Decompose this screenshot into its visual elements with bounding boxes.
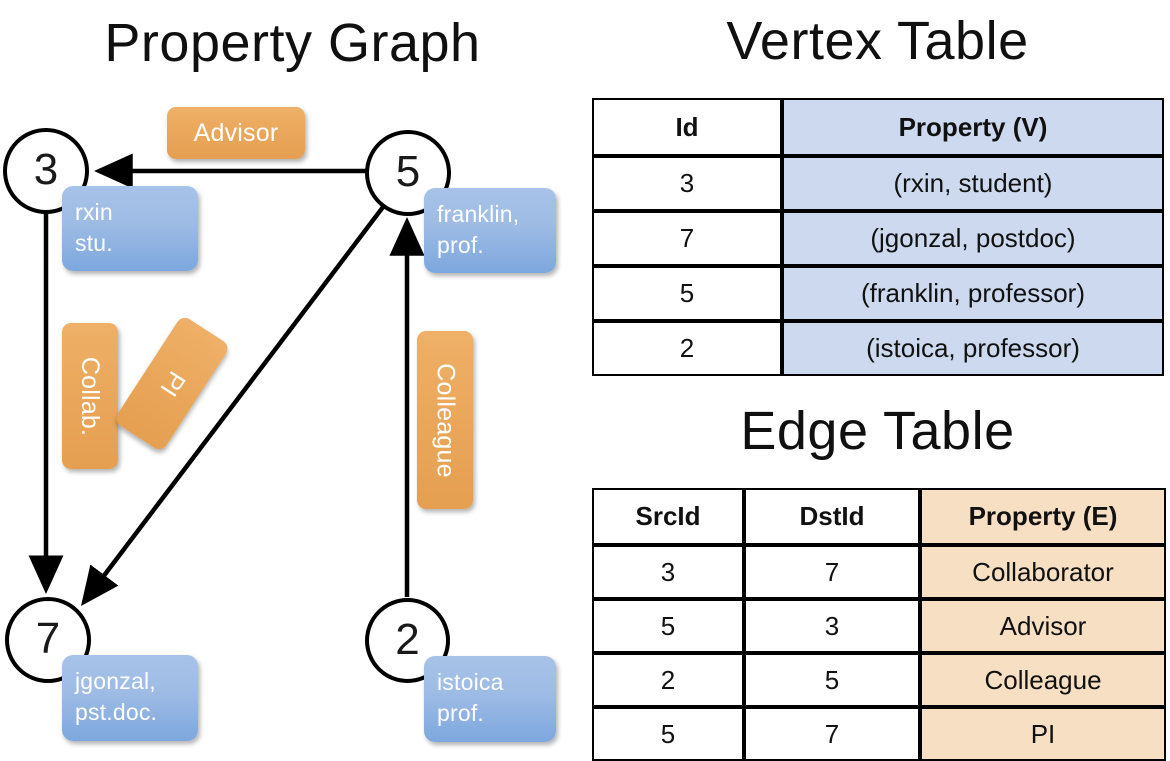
edge-row-1-src: 5: [592, 599, 744, 653]
edge-label-colleague-text: Colleague: [431, 362, 460, 478]
edge-label-advisor-text: Advisor: [193, 118, 279, 147]
edge-table: SrcId DstId Property (E) 3 7 Collaborato…: [592, 488, 1166, 761]
graph-node-7-label: 7: [35, 614, 61, 663]
edge-row-2-property: Colleague: [920, 653, 1166, 707]
edge-label-collab: Collab.: [62, 323, 118, 469]
graph-node-3-label: 3: [33, 145, 59, 194]
node-property-2-line1: istoica: [437, 669, 504, 695]
graph-node-2[interactable]: 2: [365, 598, 450, 683]
node-property-box-7: jgonzal, pst.doc.: [62, 655, 198, 741]
vertex-row-1-property: (jgonzal, postdoc): [782, 211, 1164, 266]
table-row: 5 7 PI: [592, 707, 1166, 761]
edge-label-colleague: Colleague: [417, 331, 473, 509]
vertex-row-0-id: 3: [592, 156, 782, 211]
edge-row-2-src: 2: [592, 653, 744, 707]
node-property-3-line2: stu.: [75, 230, 113, 257]
graph-node-2-label: 2: [395, 614, 420, 664]
edge-row-1-property: Advisor: [920, 599, 1166, 653]
vertex-row-2-id: 5: [592, 266, 782, 321]
edge-row-0-property: Collaborator: [920, 545, 1166, 599]
page-title-edge-table: Edge Table: [740, 401, 1015, 461]
table-row: 2 (istoica, professor): [592, 321, 1164, 376]
edge-row-3-src: 5: [592, 707, 744, 761]
table-row: 5 (franklin, professor): [592, 266, 1164, 321]
node-property-3-line1: rxin: [75, 199, 113, 225]
edge-row-3-dst: 7: [744, 707, 920, 761]
node-property-5-line2: prof.: [437, 232, 485, 259]
node-property-box-5: franklin, prof.: [424, 188, 556, 273]
edge-label-collab-text: Collab.: [76, 356, 105, 436]
edge-table-header-property: Property (E): [920, 488, 1166, 545]
page-title-vertex-table: Vertex Table: [726, 11, 1029, 71]
edge-label-pi-text: PI: [154, 366, 191, 402]
vertex-row-3-id: 2: [592, 321, 782, 376]
node-property-box-3: rxin stu.: [62, 186, 198, 271]
edge-row-2-dst: 5: [744, 653, 920, 707]
table-row: 3 7 Collaborator: [592, 545, 1166, 599]
graph-edges-svg: [28, 153, 425, 606]
edge-row-0-src: 3: [592, 545, 744, 599]
edge-row-0-dst: 7: [744, 545, 920, 599]
table-row: 2 5 Colleague: [592, 653, 1166, 707]
edge-pi-5-to-7: [81, 205, 385, 606]
edge-row-1-dst: 3: [744, 599, 920, 653]
table-row: 5 3 Advisor: [592, 599, 1166, 653]
vertex-table-header-property: Property (V): [782, 98, 1164, 156]
edge-table-header-dstid: DstId: [744, 488, 920, 545]
vertex-table: Id Property (V) 3 (rxin, student) 7 (jgo…: [592, 98, 1164, 376]
edge-row-3-property: PI: [920, 707, 1166, 761]
node-property-2-line2: prof.: [437, 700, 485, 727]
table-header-row: SrcId DstId Property (E): [592, 488, 1166, 545]
graph-node-5-label: 5: [395, 147, 421, 196]
page-title-property-graph: Property Graph: [104, 13, 481, 73]
table-row: 7 (jgonzal, postdoc): [592, 211, 1164, 266]
node-property-7-line1: jgonzal,: [75, 668, 156, 694]
vertex-row-0-property: (rxin, student): [782, 156, 1164, 211]
node-property-5-line1: franklin,: [437, 201, 520, 227]
vertex-row-2-property: (franklin, professor): [782, 266, 1164, 321]
edge-label-advisor: Advisor: [167, 107, 305, 159]
vertex-row-3-property: (istoica, professor): [782, 321, 1164, 376]
node-property-box-2: istoica prof.: [424, 656, 556, 742]
table-row: 3 (rxin, student): [592, 156, 1164, 211]
edge-table-header-srcid: SrcId: [592, 488, 744, 545]
property-graph-diagram: 3 5 7 2 rxin stu. franklin, prof. jgonza…: [0, 0, 585, 760]
table-header-row: Id Property (V): [592, 98, 1164, 156]
node-property-7-line2: pst.doc.: [75, 699, 158, 726]
vertex-table-header-id: Id: [592, 98, 782, 156]
vertex-row-1-id: 7: [592, 211, 782, 266]
graph-node-5[interactable]: 5: [365, 130, 451, 216]
